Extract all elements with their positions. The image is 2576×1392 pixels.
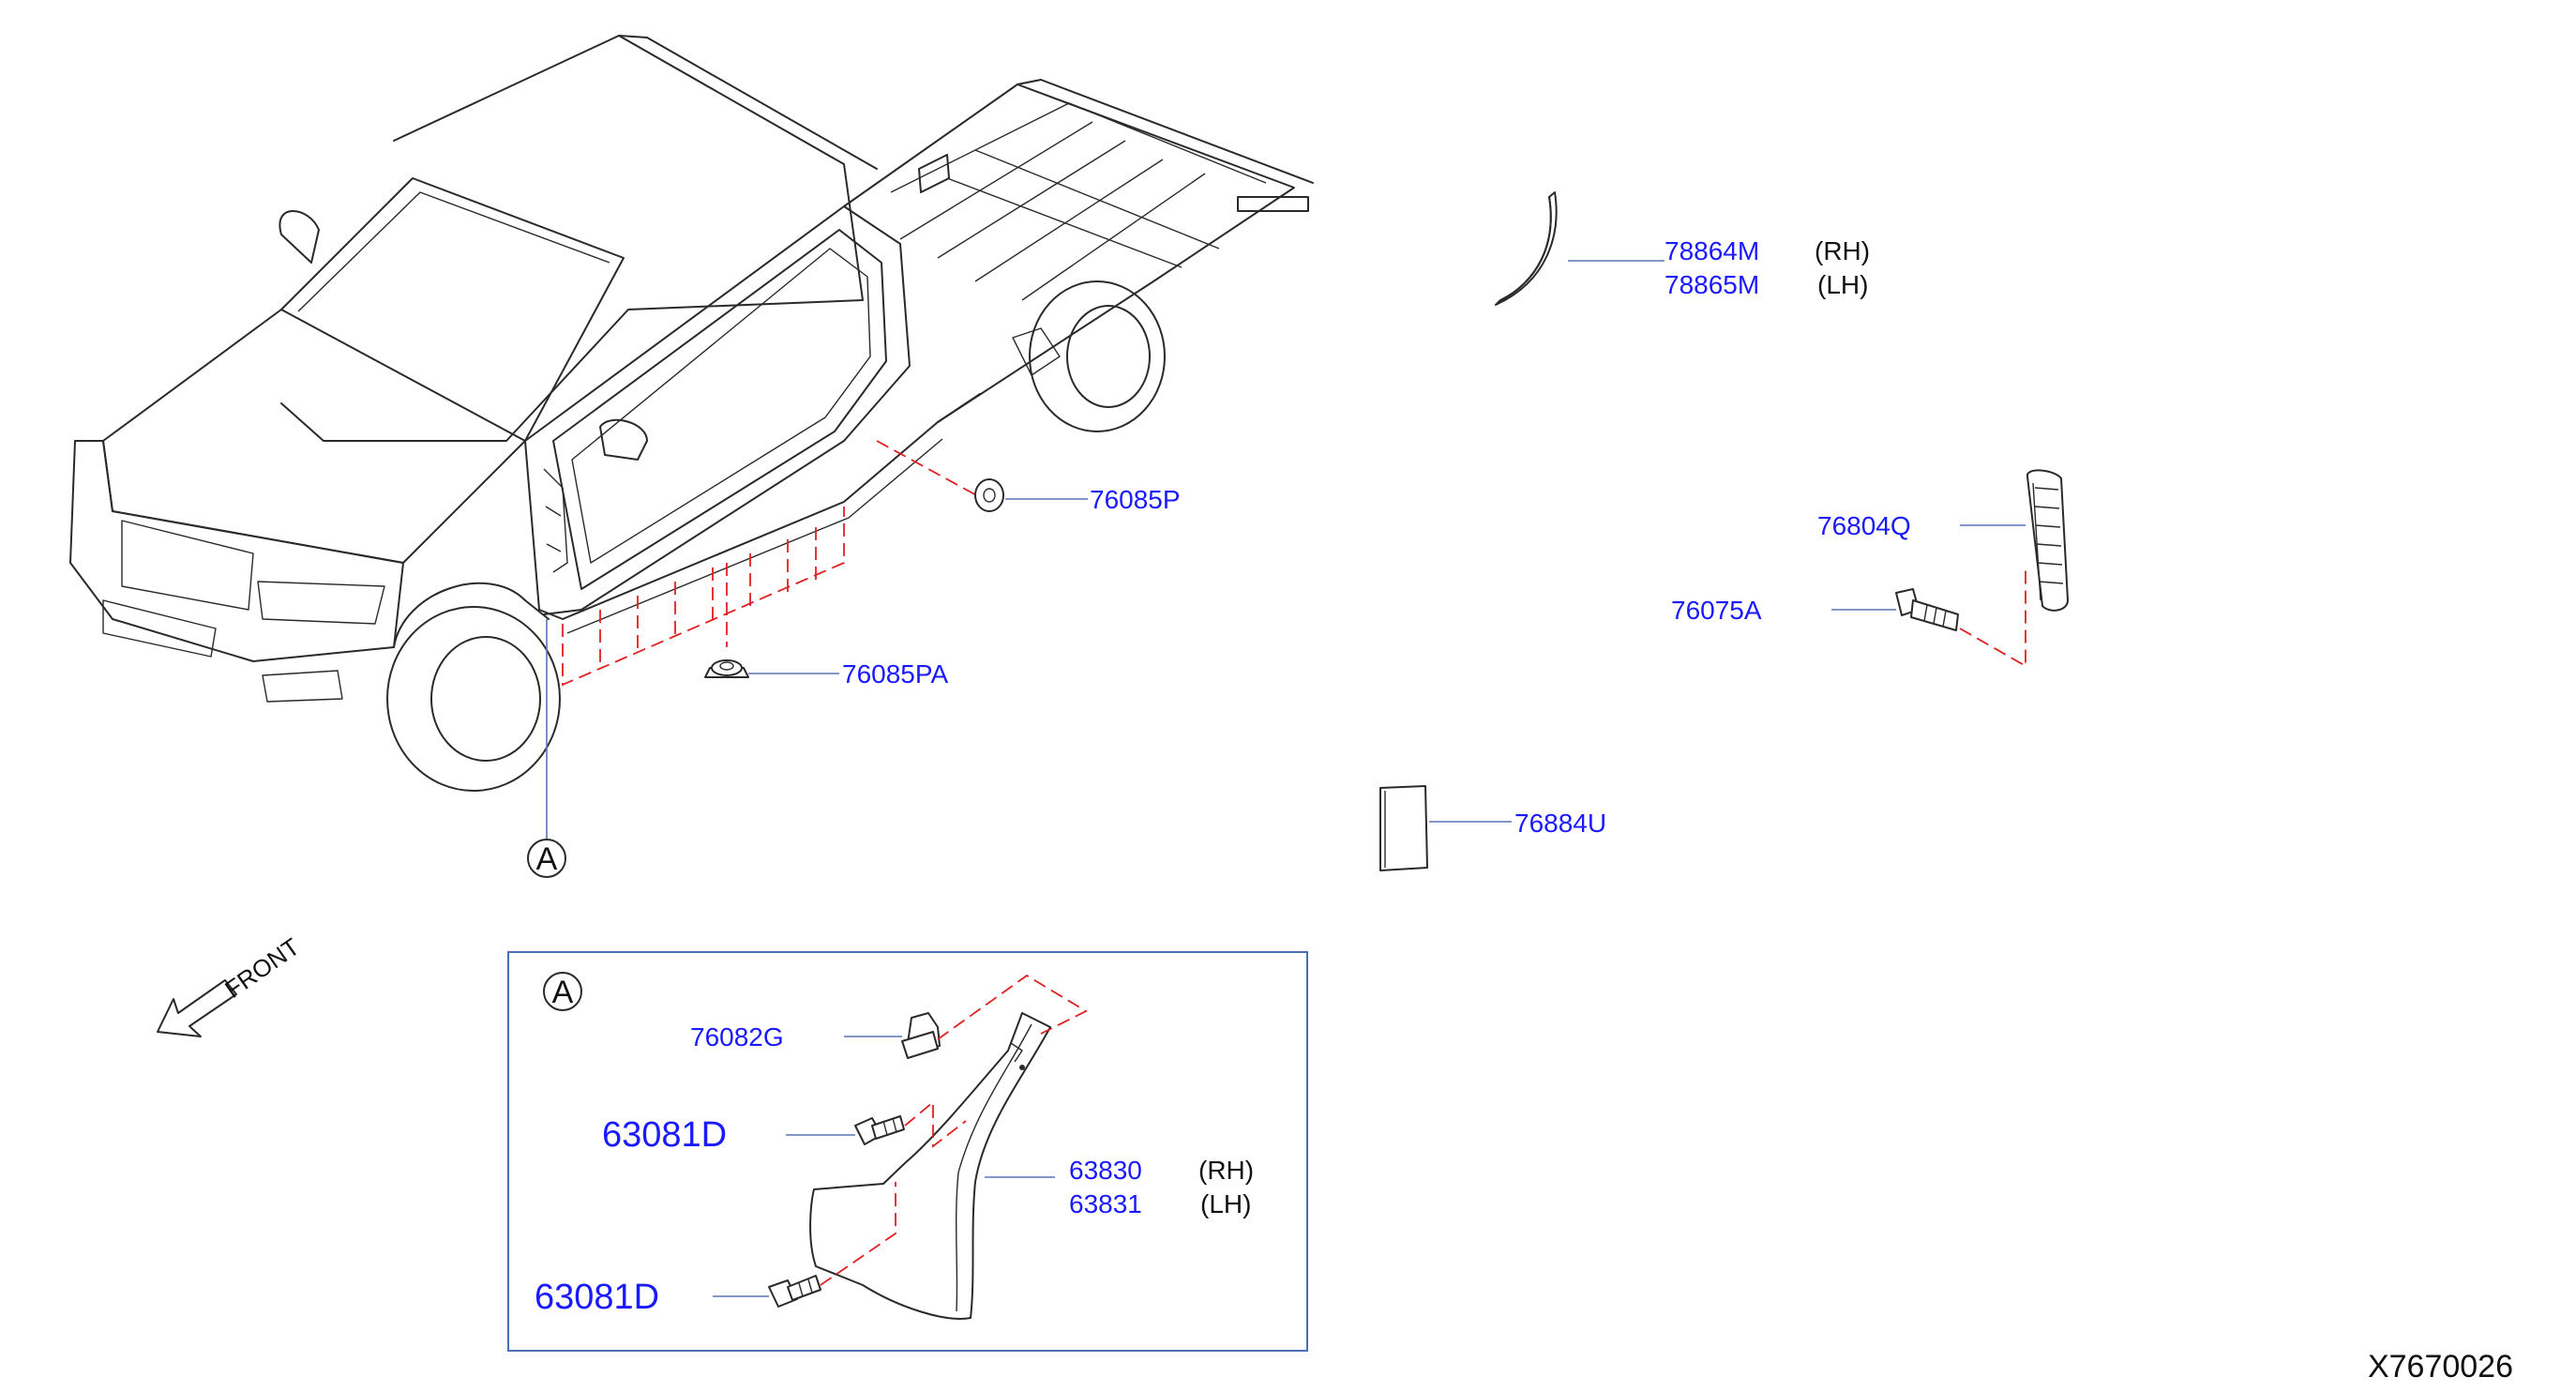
side-lh-63831: (LH) [1200,1189,1251,1218]
truck-illustration [69,35,1314,792]
side-lh-78865m: (LH) [1817,270,1868,299]
part-78864m-molding: 78864M (RH) 78865M (LH) [1495,191,1870,306]
reference-letter: A [536,841,558,877]
arrow-down-left-icon [157,979,237,1037]
part-number-76884u[interactable]: 76884U [1514,809,1606,838]
diagram-code: X7670026 [2368,1349,2513,1384]
part-number-78864m[interactable]: 78864M [1665,236,1759,265]
circle-letter-icon [543,972,582,1011]
side-rh-63830: (RH) [1198,1156,1254,1185]
inset-detail-a: A 63830 (RH) 63831 (LH) 76082G 63081D [507,951,1308,1352]
sill-mounting-guides [562,440,981,687]
part-63081d-lower-screw: 63081D [535,1275,821,1317]
part-number-76075a[interactable]: 76075A [1671,596,1762,625]
front-label: FRONT [219,932,305,1004]
side-rh-78864m: (RH) [1815,236,1870,265]
part-number-76804q[interactable]: 76804Q [1817,511,1911,540]
part-76804q-guard: 76804Q [1817,469,2069,612]
part-76085p-grommet: 76085P [974,478,1181,514]
part-63830-mudflap: 63830 (RH) 63831 (LH) [809,1012,1254,1320]
part-number-63081d-upper[interactable]: 63081D [602,1115,727,1155]
reference-marker-a: A [527,619,566,878]
part-number-78865m[interactable]: 78865M [1665,270,1759,299]
part-number-76085pa[interactable]: 76085PA [842,659,948,688]
part-number-63831[interactable]: 63831 [1069,1189,1142,1218]
part-76884u-pad: 76884U [1379,785,1606,871]
part-number-76085p[interactable]: 76085P [1090,485,1181,514]
inset-letter: A [552,975,574,1010]
part-76085pa-grommet: 76085PA [704,659,948,688]
front-direction-indicator: FRONT [157,932,305,1037]
inset-frame [507,951,1308,1352]
part-63081d-upper-screw: 63081D [602,1115,905,1155]
part-number-63081d-lower[interactable]: 63081D [535,1278,659,1317]
circle-letter-icon [527,839,566,878]
part-number-63830[interactable]: 63830 [1069,1156,1142,1185]
part-76082g-clip: 76082G [690,1012,941,1059]
part-number-76082g[interactable]: 76082G [690,1022,784,1052]
part-76075a-bolt: 76075A [1671,567,2026,668]
